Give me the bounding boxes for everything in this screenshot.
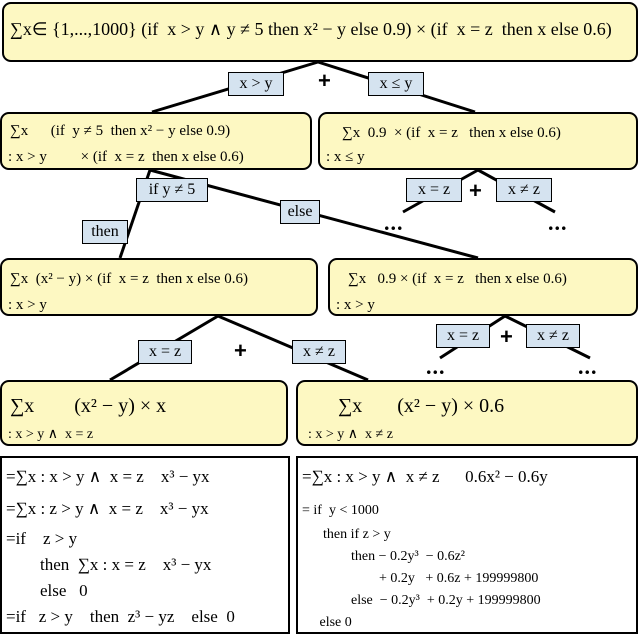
- level3-right-node: ∑x (x² − y) × 0.6 : x > y ∧ x ≠ z: [296, 380, 638, 446]
- plus-sign-level2-right: +: [500, 324, 513, 349]
- result-left-line-6: =if z > y then z³ − yz else 0: [6, 607, 235, 626]
- plus-sign-level2-left: +: [234, 338, 247, 363]
- edge-label-x-eq-z-b: x = z: [138, 340, 192, 364]
- result-right-line-1: =∑x : x > y ∧ x ≠ z 0.6x² − 0.6y: [302, 467, 548, 486]
- result-left-line-5: else 0: [6, 581, 88, 600]
- level1-right-node: ∑x 0.9 × (if x = z then x else 0.6) : x …: [318, 112, 638, 170]
- edge-label-x-eq-z-c: x = z: [436, 324, 490, 348]
- level1-right-bottom-line: : x ≤ y: [326, 149, 365, 165]
- result-right-line-7: else 0: [302, 615, 352, 630]
- edge-label-x-ne-z-c: x ≠ z: [526, 324, 580, 348]
- result-left-line-3: =if z > y: [6, 529, 78, 548]
- result-right-line-4: then − 0.2y³ − 0.6z²: [302, 549, 466, 564]
- level2-right-node: ∑x 0.9 × (if x = z then x else 0.6) : x …: [328, 258, 638, 316]
- edge-label-x-le-y: x ≤ y: [368, 72, 424, 96]
- edge-label-then: then: [82, 220, 128, 244]
- level1-right-top-line: ∑x 0.9 × (if x = z then x else 0.6): [342, 125, 561, 141]
- ellipsis-level2-right-left: ...: [426, 354, 446, 379]
- ellipsis-level2-right-right: ...: [578, 354, 598, 379]
- root-node: ∑x∈ {1,...,1000} (if x > y ∧ y ≠ 5 then …: [2, 2, 638, 62]
- edge-label-x-eq-z-a: x = z: [406, 178, 462, 202]
- ellipsis-level1-right-right: ...: [548, 210, 568, 235]
- edge-label-x-ne-z-b: x ≠ z: [292, 340, 346, 364]
- level3-left-top-line: ∑x (x² − y) × x: [10, 395, 167, 417]
- result-right-line-3: then if z > y: [302, 527, 391, 542]
- level1-left-top-line: ∑x (if y ≠ 5 then x² − y else 0.9): [10, 123, 231, 139]
- level1-left-node: ∑x (if y ≠ 5 then x² − y else 0.9) : x >…: [0, 112, 312, 170]
- result-right-line-6: else − 0.2y³ + 0.2y + 199999800: [302, 593, 541, 608]
- level2-left-bottom-line: : x > y: [8, 297, 47, 313]
- edge-label-x-gt-y: x > y: [228, 72, 284, 96]
- level3-left-bottom-line: : x > y ∧ x = z: [8, 427, 94, 442]
- level3-right-bottom-line: : x > y ∧ x ≠ z: [308, 427, 393, 442]
- edge-label-if-y-ne-5: if y ≠ 5: [136, 178, 208, 202]
- ellipsis-level1-right-left: ...: [384, 210, 404, 235]
- plus-sign-level1-right: +: [469, 178, 482, 203]
- result-right-line-2: = if y < 1000: [302, 503, 379, 518]
- edge-label-else: else: [280, 200, 320, 224]
- level2-left-top-line: ∑x (x² − y) × (if x = z then x else 0.6): [10, 271, 249, 287]
- level2-left-node: ∑x (x² − y) × (if x = z then x else 0.6)…: [0, 258, 318, 316]
- level3-left-node: ∑x (x² − y) × x : x > y ∧ x = z: [0, 380, 288, 446]
- result-left-line-4: then ∑x : x = z x³ − yx: [6, 555, 212, 574]
- plus-sign-root: +: [318, 68, 331, 93]
- edge-label-x-ne-z-a: x ≠ z: [496, 178, 552, 202]
- root-expression: ∑x∈ {1,...,1000} (if x > y ∧ y ≠ 5 then …: [10, 19, 612, 39]
- result-panel-right: =∑x : x > y ∧ x ≠ z 0.6x² − 0.6y = if y …: [296, 456, 638, 634]
- level2-right-bottom-line: : x > y: [336, 297, 375, 313]
- result-right-line-5: + 0.2y + 0.6z + 199999800: [302, 571, 539, 586]
- result-panel-left: =∑x : x > y ∧ x = z x³ − yx =∑x : z > y …: [0, 456, 290, 634]
- level2-right-top-line: ∑x 0.9 × (if x = z then x else 0.6): [348, 271, 567, 287]
- level3-right-top-line: ∑x (x² − y) × 0.6: [338, 395, 505, 417]
- level1-left-bottom-line: : x > y × (if x = z then x else 0.6): [8, 149, 244, 165]
- result-left-line-2: =∑x : z > y ∧ x = z x³ − yx: [6, 499, 209, 518]
- result-left-line-1: =∑x : x > y ∧ x = z x³ − yx: [6, 467, 210, 486]
